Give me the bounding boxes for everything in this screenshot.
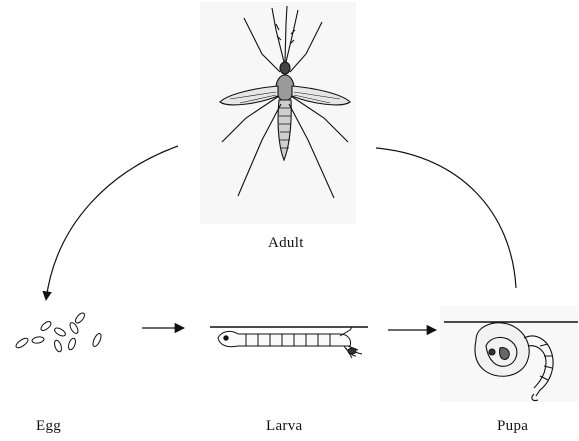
eggs-illustration [15, 311, 103, 352]
larva-label: Larva [266, 418, 302, 435]
arrow-pupa-to-adult [376, 148, 516, 288]
larva-illustration [210, 327, 368, 358]
pupa-label: Pupa [497, 418, 528, 435]
egg-label: Egg [36, 418, 61, 435]
arrow-adult-to-egg [46, 146, 178, 300]
adult-label: Adult [268, 235, 304, 252]
